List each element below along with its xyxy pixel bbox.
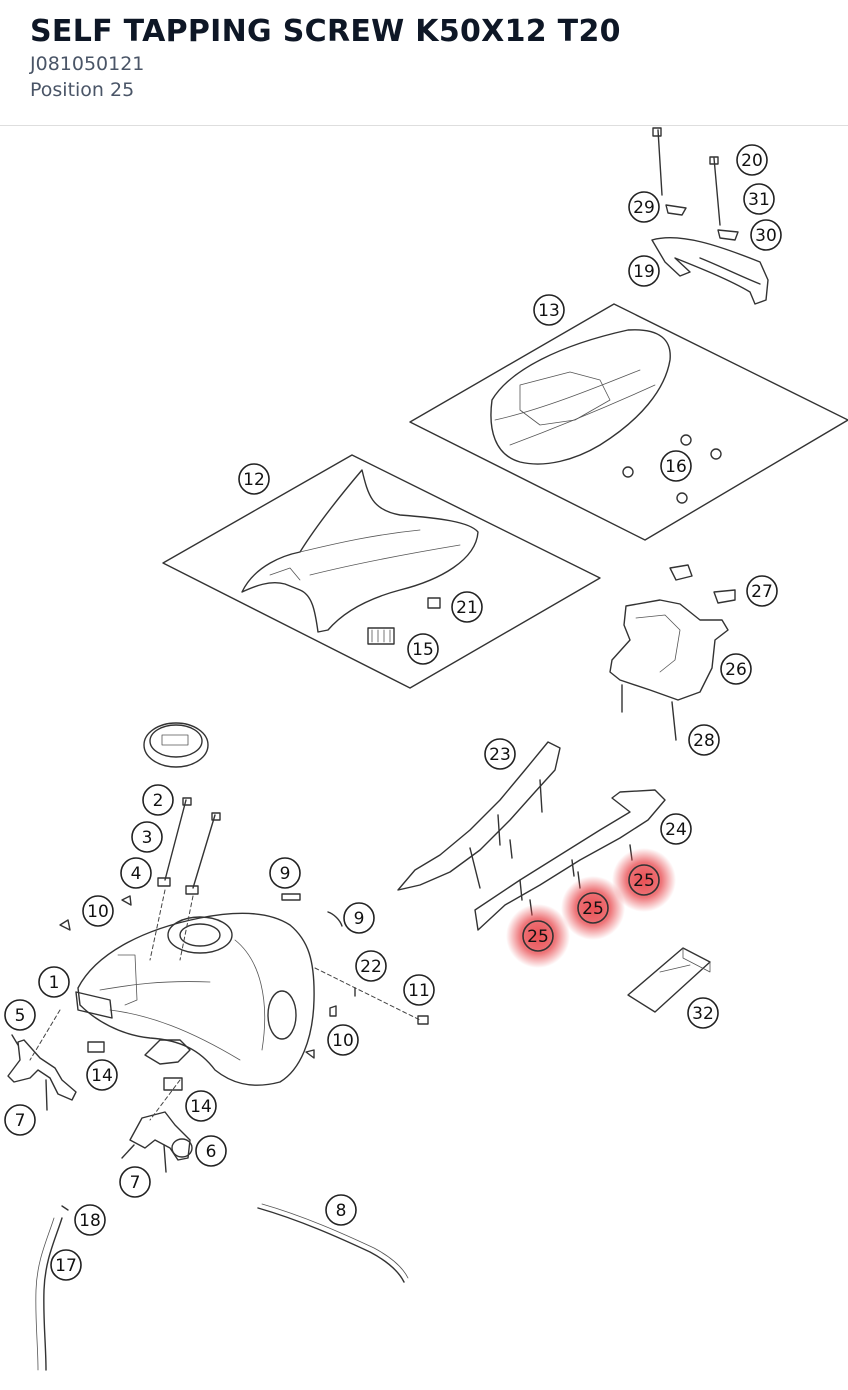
callout-29[interactable]: 29	[628, 191, 660, 223]
fuel-tank-part[interactable]	[75, 912, 315, 1091]
exploded-parts-diagram: 20 29 31 30 19 13 16 12 21 15 27 26 28 2…	[0, 126, 848, 1390]
svg-text:25: 25	[633, 871, 655, 891]
svg-text:7: 7	[130, 1173, 141, 1193]
svg-text:10: 10	[332, 1031, 354, 1051]
callout-23[interactable]: 23	[484, 738, 516, 770]
callout-4[interactable]: 4	[120, 857, 152, 889]
svg-text:23: 23	[489, 745, 511, 765]
callout-22[interactable]: 22	[355, 950, 387, 982]
callout-6[interactable]: 6	[195, 1135, 227, 1167]
svg-text:17: 17	[55, 1256, 77, 1276]
svg-text:31: 31	[748, 190, 770, 210]
svg-text:6: 6	[206, 1142, 217, 1162]
callout-1[interactable]: 1	[38, 966, 70, 998]
fuel-cap-part[interactable]	[143, 722, 209, 768]
svg-text:4: 4	[131, 864, 142, 884]
svg-text:30: 30	[755, 226, 777, 246]
callout-24[interactable]: 24	[660, 813, 692, 845]
callout-5[interactable]: 5	[4, 999, 36, 1031]
callout-26[interactable]: 26	[720, 653, 752, 685]
callout-28[interactable]: 28	[688, 724, 720, 756]
svg-text:21: 21	[456, 598, 478, 618]
part-number: J081050121	[30, 53, 145, 75]
callout-10[interactable]: 10	[82, 895, 114, 927]
callout-11[interactable]: 11	[403, 974, 435, 1006]
small-fasteners-part[interactable]	[59, 893, 429, 1059]
svg-text:11: 11	[408, 981, 430, 1001]
tank-brackets-part[interactable]	[7, 1009, 193, 1173]
callout-9[interactable]: 9	[343, 902, 375, 934]
svg-text:28: 28	[693, 731, 715, 751]
svg-text:8: 8	[336, 1201, 347, 1221]
callout-19[interactable]: 19	[628, 255, 660, 287]
callout-25-highlighted[interactable]: 25	[577, 892, 609, 924]
svg-text:27: 27	[751, 582, 773, 602]
svg-text:18: 18	[79, 1211, 101, 1231]
part-header: SELF TAPPING SCREW K50X12 T20 J081050121…	[0, 0, 848, 126]
callout-13[interactable]: 13	[533, 294, 565, 326]
svg-text:25: 25	[582, 899, 604, 919]
toolkit-part[interactable]	[627, 947, 711, 1013]
svg-text:2: 2	[153, 791, 164, 811]
callout-8[interactable]: 8	[325, 1194, 357, 1226]
callout-10[interactable]: 10	[327, 1024, 359, 1056]
svg-text:7: 7	[15, 1111, 26, 1131]
part-title: SELF TAPPING SCREW K50X12 T20	[30, 14, 621, 49]
callout-18[interactable]: 18	[74, 1204, 106, 1236]
svg-text:25: 25	[527, 927, 549, 947]
callout-32[interactable]: 32	[687, 997, 719, 1029]
callout-12[interactable]: 12	[238, 463, 270, 495]
svg-text:10: 10	[87, 902, 109, 922]
rear-seat-part[interactable]	[409, 303, 848, 541]
callout-7[interactable]: 7	[119, 1166, 151, 1198]
svg-text:9: 9	[280, 864, 291, 884]
svg-text:9: 9	[354, 909, 365, 929]
svg-text:15: 15	[412, 640, 434, 660]
svg-text:13: 13	[538, 301, 560, 321]
svg-text:24: 24	[665, 820, 687, 840]
highlight-25-group	[506, 848, 676, 968]
tank-bolts-part[interactable]	[149, 797, 221, 961]
callout-15[interactable]: 15	[407, 633, 439, 665]
callout-14[interactable]: 14	[185, 1090, 217, 1122]
callout-7[interactable]: 7	[4, 1104, 36, 1136]
svg-text:12: 12	[243, 470, 265, 490]
svg-text:29: 29	[633, 198, 655, 218]
callout-31[interactable]: 31	[743, 183, 775, 215]
svg-text:14: 14	[190, 1097, 212, 1117]
callout-9[interactable]: 9	[269, 857, 301, 889]
svg-text:14: 14	[91, 1066, 113, 1086]
callout-30[interactable]: 30	[750, 219, 782, 251]
svg-text:1: 1	[49, 973, 60, 993]
position-label: Position 25	[30, 79, 135, 101]
svg-text:16: 16	[665, 457, 687, 477]
front-seat-part[interactable]	[162, 454, 601, 689]
svg-text:32: 32	[692, 1004, 714, 1024]
svg-text:19: 19	[633, 262, 655, 282]
callout-20[interactable]: 20	[736, 144, 768, 176]
grab-handle-part[interactable]	[651, 127, 769, 305]
svg-text:26: 26	[725, 660, 747, 680]
callout-3[interactable]: 3	[131, 821, 163, 853]
svg-text:3: 3	[142, 828, 153, 848]
callout-25-highlighted[interactable]: 25	[628, 864, 660, 896]
callout-27[interactable]: 27	[746, 575, 778, 607]
svg-text:22: 22	[360, 957, 382, 977]
callout-21[interactable]: 21	[451, 591, 483, 623]
bracket-part[interactable]	[609, 564, 736, 741]
callout-17[interactable]: 17	[50, 1249, 82, 1281]
seal-strip-part[interactable]	[257, 1203, 409, 1283]
drain-hose-part[interactable]	[35, 1205, 69, 1371]
svg-text:20: 20	[741, 151, 763, 171]
callout-25-highlighted[interactable]: 25	[522, 920, 554, 952]
callout-16[interactable]: 16	[660, 450, 692, 482]
callout-2[interactable]: 2	[142, 784, 174, 816]
svg-text:5: 5	[15, 1006, 26, 1026]
callout-14[interactable]: 14	[86, 1059, 118, 1091]
